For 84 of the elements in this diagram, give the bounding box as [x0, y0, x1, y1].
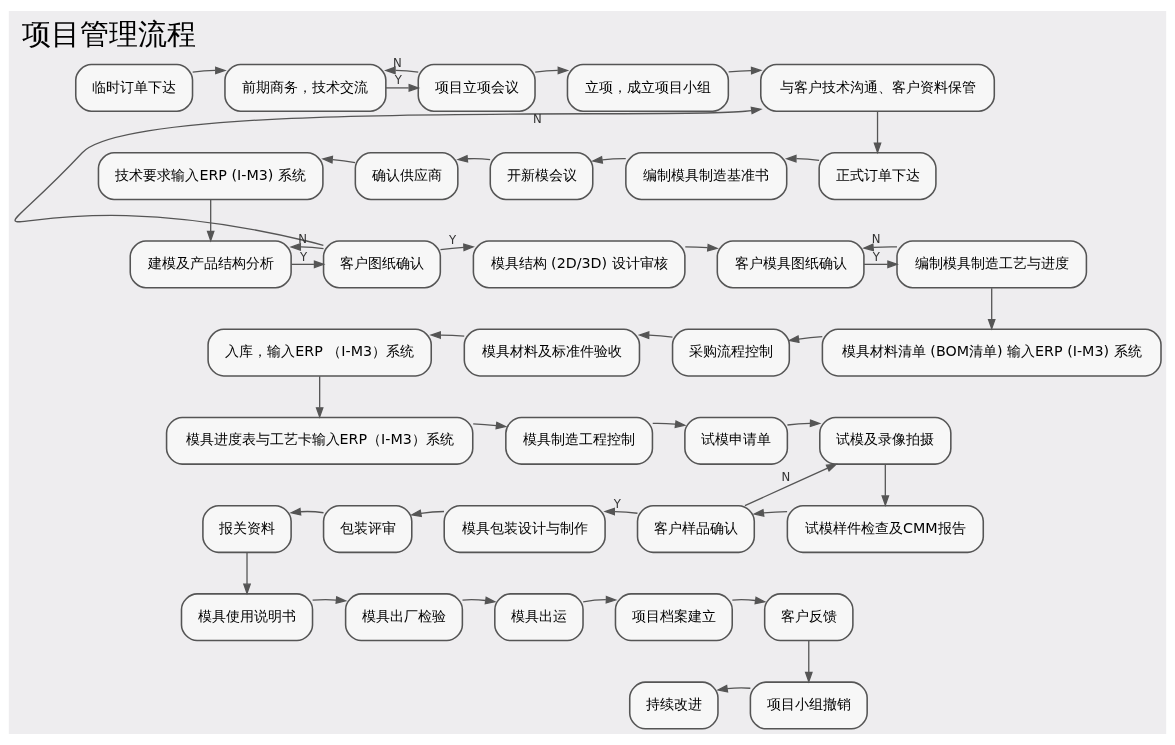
node-box: 采购流程控制	[671, 328, 791, 377]
arrow	[311, 595, 348, 605]
arrow	[472, 421, 508, 430]
arrow	[315, 375, 324, 419]
arrow	[684, 243, 719, 252]
node-box: 试模样件检查及CMM报告	[786, 504, 985, 554]
node-box: 客户图纸确认	[322, 240, 442, 289]
node-box: 模具出运	[494, 593, 584, 642]
node-box: 模具进度表与工艺卡输入ERP（I-M3）系统	[165, 416, 474, 465]
edge-label: Y	[300, 249, 308, 264]
edge-label: Y	[613, 497, 621, 512]
node-box: 客户反馈	[763, 593, 854, 642]
node-box: 编制模具制造基准书	[625, 152, 788, 201]
arrow	[321, 155, 356, 164]
node-box: 模具制造工程控制	[505, 416, 654, 465]
arrow	[752, 508, 788, 517]
node-box: 模具使用说明书	[180, 593, 314, 642]
arrow	[603, 507, 639, 516]
arrow	[873, 111, 882, 155]
arrow	[716, 684, 751, 693]
arrow	[744, 463, 838, 507]
node-box: 立项，成立项目小组	[566, 63, 730, 113]
arrow	[731, 596, 767, 605]
arrow	[784, 154, 820, 163]
arrow	[14, 106, 763, 246]
node-box: 编制模具制造工艺与进度	[896, 240, 1088, 289]
node-box: 技术要求输入ERP (I-M3) 系统	[97, 152, 324, 201]
node-box: 模具材料及标准件验收	[463, 328, 641, 377]
arrow	[787, 335, 823, 344]
arrow	[385, 83, 421, 92]
node-box: 开新模会议	[489, 152, 594, 201]
arrow	[652, 420, 687, 429]
arrow	[591, 155, 627, 164]
arrow	[409, 509, 445, 518]
node-box: 模具包装设计与制作	[443, 504, 606, 554]
arrow	[289, 242, 325, 251]
node-box: 模具材料清单 (BOM清单) 输入ERP (I-M3) 系统	[821, 328, 1162, 377]
node-box: 入库，输入ERP （I-M3）系统	[207, 328, 432, 377]
edge-label: Y	[449, 233, 457, 248]
arrow	[242, 552, 252, 596]
arrow	[862, 243, 898, 252]
edge-label: N	[533, 112, 542, 127]
node-box: 确认供应商	[354, 152, 459, 201]
arrow	[384, 66, 419, 75]
node-box: 模具出厂检验	[344, 593, 464, 642]
edge-label: Y	[872, 249, 880, 264]
node-box: 与客户技术沟通、客户资料保管	[760, 63, 996, 113]
edge-label: N	[393, 56, 402, 71]
arrow	[289, 507, 325, 516]
arrow	[727, 66, 763, 75]
node-box: 项目立项会议	[417, 63, 536, 113]
edge-label: N	[871, 232, 881, 247]
node-box: 报关资料	[202, 504, 292, 554]
node-box: 包装评审	[322, 504, 413, 554]
arrow	[461, 596, 497, 605]
arrow	[863, 260, 899, 269]
arrow	[206, 199, 215, 243]
node-box: 临时订单下达	[75, 63, 194, 113]
arrow	[582, 595, 618, 604]
arrow	[192, 66, 227, 75]
node-box: 项目小组撤销	[749, 681, 868, 730]
node-box: 试模申请单	[684, 416, 789, 465]
arrow	[987, 287, 996, 331]
arrow	[804, 640, 813, 684]
node-box: 前期商务，技术交流	[224, 63, 387, 113]
arrow	[439, 243, 475, 252]
arrow	[786, 419, 822, 428]
node-box: 客户模具图纸确认	[716, 240, 865, 289]
node-box: 项目档案建立	[614, 593, 733, 642]
arrow	[290, 260, 326, 269]
edge-label: Y	[394, 73, 402, 88]
node-box: 试模及录像拍摄	[819, 416, 952, 465]
node-box: 客户样品确认	[636, 504, 756, 554]
arrow	[534, 66, 570, 75]
arrow	[456, 154, 491, 163]
edge-label: N	[781, 470, 791, 485]
arrow	[881, 463, 890, 508]
node-box: 建模及产品结构分析	[129, 240, 292, 289]
arrow	[429, 331, 465, 340]
diagram-title: 项目管理流程	[22, 18, 197, 52]
arrow	[637, 331, 674, 340]
node-box: 正式订单下达	[818, 152, 937, 201]
node-box: 持续改进	[628, 681, 719, 730]
node-box: 模具结构 (2D/3D) 设计审核	[472, 240, 686, 289]
